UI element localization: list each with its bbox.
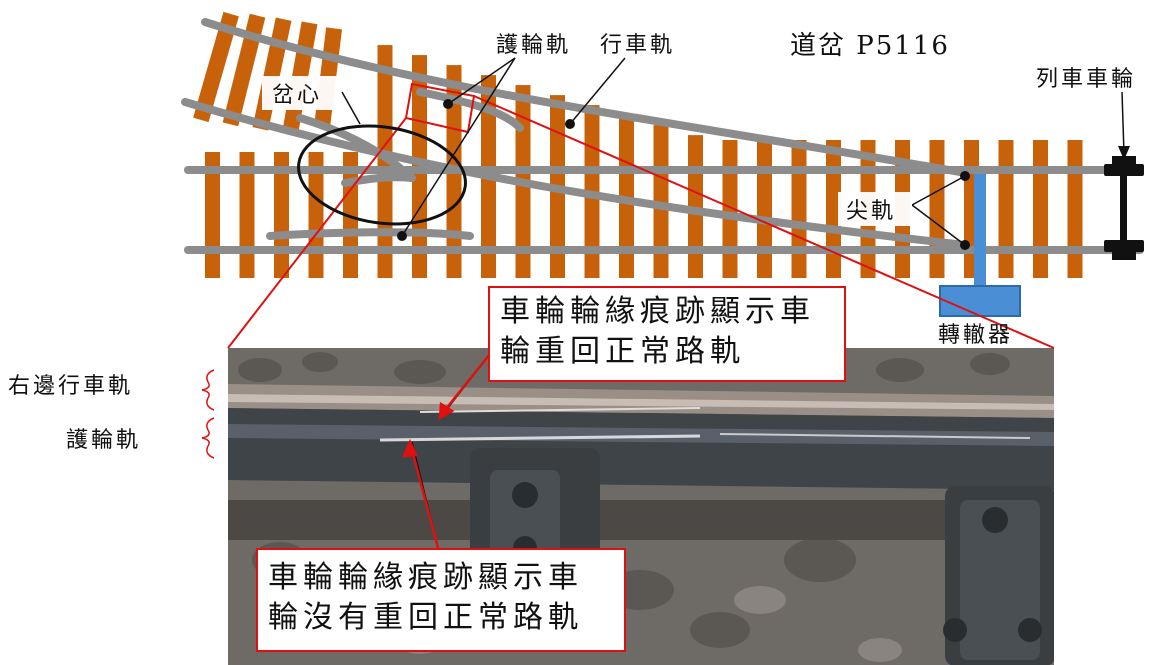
photo-label-right-running-rail: 右邊行車軌 xyxy=(8,374,134,399)
sleeper xyxy=(826,140,841,278)
sleeper xyxy=(929,140,945,278)
turnout-title: 道岔 P5116 xyxy=(790,31,950,61)
sleeper xyxy=(1067,140,1083,278)
label-running-rail: 行車軌 xyxy=(600,33,675,58)
sleeper xyxy=(791,140,807,278)
frog-ellipse xyxy=(297,124,467,226)
label-frog: 岔心 xyxy=(272,83,322,108)
callout-lower-line1: 車輪輪緣痕跡顯示車 xyxy=(268,560,583,595)
red-arrows xyxy=(402,146,1130,549)
photo-label-check-rail: 護輪軌 xyxy=(66,428,142,453)
callout-upper-line2: 輪重回正常路軌 xyxy=(500,334,745,369)
callout-wheel-not-returned: 車輪輪緣痕跡顯示車 輪沒有重回正常路軌 xyxy=(256,548,626,652)
sleeper xyxy=(757,140,772,278)
label-point-machine: 轉轍器 xyxy=(938,323,1013,348)
label-check-rail: 護輪軌 xyxy=(496,33,571,58)
wheelset-icon xyxy=(1104,156,1144,260)
sleeper xyxy=(998,140,1014,278)
callout-dots xyxy=(397,99,970,250)
label-switch-rail: 尖軌 xyxy=(846,199,896,224)
callout-upper-line1: 車輪輪緣痕跡顯示車 xyxy=(500,294,815,329)
label-braces xyxy=(201,369,215,459)
sleeper xyxy=(722,140,738,278)
sleeper xyxy=(1033,140,1048,278)
sleeper xyxy=(653,125,669,279)
point-machine xyxy=(939,174,1021,317)
label-train-wheels: 列車車輪 xyxy=(1036,67,1136,92)
callout-lower-line2: 輪沒有重回正常路軌 xyxy=(268,600,583,635)
callout-wheel-returned: 車輪輪緣痕跡顯示車 輪重回正常路軌 xyxy=(488,286,846,382)
rails xyxy=(181,18,1144,254)
rail-photo xyxy=(228,348,1054,665)
